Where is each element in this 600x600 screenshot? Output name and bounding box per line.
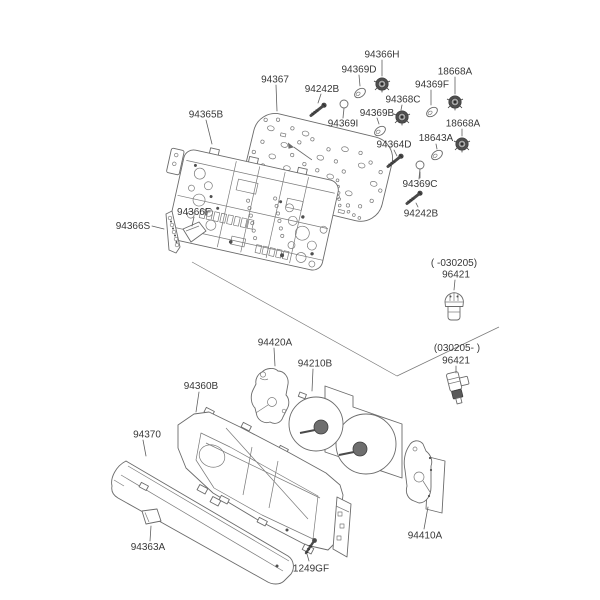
label-1249gf: 1249GF bbox=[293, 564, 329, 575]
leader-lines bbox=[142, 59, 463, 562]
label-18668a-top: 18668A bbox=[438, 67, 473, 78]
screw-1249gf-drawing bbox=[304, 538, 317, 555]
lens-sheet-outline bbox=[191, 261, 500, 377]
mask-frame-94360b-drawing bbox=[177, 406, 352, 558]
label-94370: 94370 bbox=[133, 430, 161, 441]
cluster-housing-drawing bbox=[166, 147, 339, 271]
label-96421-early: 96421 bbox=[442, 270, 470, 281]
label-94369b: 94369B bbox=[360, 108, 395, 119]
callout-labels: 94366H 94369D 18668A 94367 94242B 94369F… bbox=[116, 50, 481, 575]
pcb-arrow-cutout bbox=[287, 142, 313, 161]
label-94368c: 94368C bbox=[385, 95, 420, 106]
gauge-dials-94210b-drawing bbox=[288, 385, 403, 479]
label-94420a: 94420A bbox=[258, 338, 293, 349]
pad-94363a-drawing bbox=[141, 508, 162, 525]
label-94366f: 94366F bbox=[177, 207, 211, 218]
front-lens-94370-drawing bbox=[111, 460, 294, 585]
bulb-socket-early-drawing bbox=[444, 292, 464, 321]
label-94369d: 94369D bbox=[341, 65, 376, 76]
label-range-early: ( -030205) bbox=[431, 258, 477, 269]
label-94242b-top: 94242B bbox=[305, 84, 340, 95]
label-94363a: 94363A bbox=[131, 542, 166, 553]
label-94367: 94367 bbox=[261, 75, 289, 86]
gasket-strip-drawing bbox=[165, 210, 181, 254]
label-18643a: 18643A bbox=[419, 133, 454, 144]
label-94369i: 94369I bbox=[328, 119, 359, 130]
clip-plate-drawing bbox=[182, 221, 207, 243]
label-94210b: 94210B bbox=[298, 359, 333, 370]
label-94242b-right: 94242B bbox=[404, 209, 439, 220]
label-94369f: 94369F bbox=[415, 80, 449, 91]
label-94365b: 94365B bbox=[189, 110, 224, 121]
label-96421-late: 96421 bbox=[442, 356, 470, 367]
label-range-late: (030205- ) bbox=[434, 343, 480, 354]
label-94360b: 94360B bbox=[184, 381, 219, 392]
label-94369c: 94369C bbox=[402, 179, 437, 190]
side-gauge-94410a-drawing bbox=[403, 440, 446, 514]
label-18668a-mid: 18668A bbox=[446, 119, 481, 130]
subdial-plate-94420a-drawing bbox=[250, 368, 290, 424]
label-94410a: 94410A bbox=[408, 531, 443, 542]
label-94366s: 94366S bbox=[116, 221, 151, 232]
label-94366h: 94366H bbox=[364, 50, 399, 61]
sensor-late-drawing bbox=[446, 371, 470, 405]
label-94364d: 94364D bbox=[376, 140, 411, 151]
